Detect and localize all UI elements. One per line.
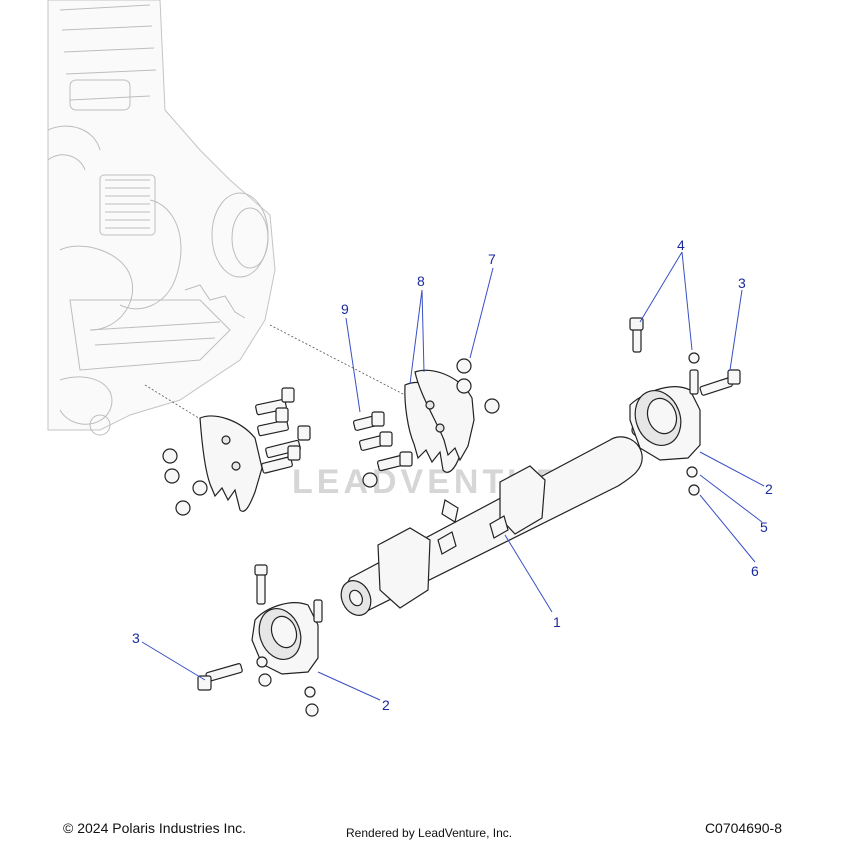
bolt-set-left xyxy=(255,387,311,474)
alignment-line-lower xyxy=(144,384,211,426)
bolt-set-right xyxy=(352,411,413,472)
mount-plate-left xyxy=(199,415,263,512)
bolt-set-bearing-right xyxy=(629,317,741,396)
callout-9: 9 xyxy=(341,301,349,317)
callout-2-right: 2 xyxy=(765,481,773,497)
bolt-bearing-left xyxy=(197,663,243,691)
mount-plate-right xyxy=(404,369,475,473)
engine-illustration xyxy=(47,0,276,436)
callout-4: 4 xyxy=(677,237,685,253)
callout-6: 6 xyxy=(751,563,759,579)
copyright-text: © 2024 Polaris Industries Inc. xyxy=(63,820,247,836)
leader-lines xyxy=(141,251,765,701)
callout-3-left: 3 xyxy=(132,630,140,646)
callout-7: 7 xyxy=(488,251,496,267)
bearing-block-left xyxy=(251,564,323,717)
main-shaft xyxy=(340,423,645,616)
alignment-line-upper xyxy=(269,324,406,396)
bearing-block-right xyxy=(629,352,701,496)
rendered-by-text: Rendered by LeadVenture, Inc. xyxy=(346,826,513,840)
nut-set-right xyxy=(362,358,500,488)
callout-8: 8 xyxy=(417,273,425,289)
callout-2-left: 2 xyxy=(382,697,390,713)
callout-1: 1 xyxy=(553,614,561,630)
nut-set-left xyxy=(162,448,208,516)
diagram-code: C0704690-8 xyxy=(704,820,782,836)
callout-3-right: 3 xyxy=(738,275,746,291)
callout-labels: 1 2 2 3 3 4 5 6 7 8 9 xyxy=(132,237,773,713)
callout-5: 5 xyxy=(760,519,768,535)
